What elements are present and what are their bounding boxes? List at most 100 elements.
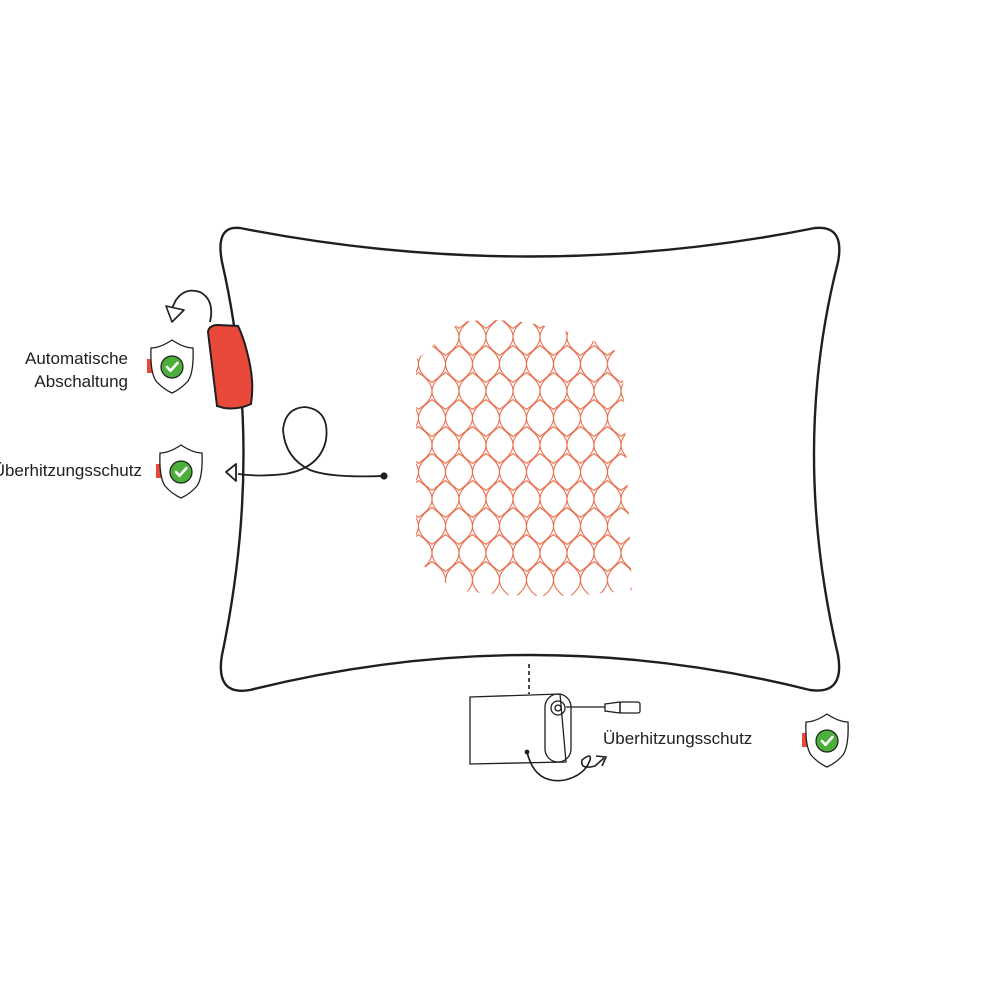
- heating-grid-cell: [620, 479, 632, 519]
- heating-grid-cell: [593, 533, 622, 573]
- heating-grid-cell: [416, 452, 420, 492]
- heating-grid-cell: [512, 425, 541, 465]
- heating-grid-cell: [416, 560, 420, 596]
- heating-grid-cell: [444, 320, 474, 330]
- heating-grid-cell: [512, 320, 541, 357]
- heating-grid-cell: [416, 371, 433, 411]
- check-circle: [160, 355, 184, 379]
- heating-grid-cell: [416, 506, 420, 546]
- shutoff-module: [206, 323, 254, 410]
- controller-box-icon: [469, 693, 572, 765]
- controller-curved-arrow-icon: [526, 751, 605, 782]
- heating-grid-cell: [417, 560, 447, 596]
- heating-grid-cell: [579, 452, 609, 492]
- heating-grid-cell: [417, 452, 447, 492]
- heating-grid-cell: [471, 320, 501, 330]
- auto-shutoff-label-line1: Automatische: [25, 349, 128, 368]
- auto-shutoff-label-line2: Abschaltung: [34, 372, 128, 391]
- heating-grid-cell: [552, 320, 582, 330]
- check-circle: [815, 729, 839, 753]
- heating-grid-cell: [417, 398, 447, 438]
- heating-grid-cell: [458, 371, 487, 411]
- heating-grid-cell: [431, 533, 460, 573]
- heating-grid-cell: [579, 320, 609, 330]
- heating-grid-cell: [512, 371, 541, 411]
- heating-grid-cell: [539, 371, 568, 411]
- heating-grid-cell: [552, 398, 582, 438]
- loop-cable: [237, 406, 384, 478]
- heating-grid-cell: [606, 344, 632, 384]
- shield-tab: [147, 359, 153, 373]
- heating-grid-cell: [525, 452, 555, 492]
- heating-grid-cell: [620, 425, 632, 465]
- heating-grid-cell: [512, 533, 541, 573]
- heating-grid-cell: [552, 506, 582, 546]
- heating-grid-cell: [485, 425, 514, 465]
- heating-grid-cell: [579, 344, 609, 384]
- heating-grid-cell: [416, 320, 433, 357]
- heating-grid-cell: [525, 506, 555, 546]
- heating-grid-cell: [566, 533, 595, 573]
- heating-grid-cell: [458, 320, 487, 357]
- heating-grid-cell: [431, 371, 460, 411]
- arrowhead-icon: [165, 305, 185, 323]
- heating-grid-cell: [606, 452, 632, 492]
- heating-grid-cell: [606, 506, 632, 546]
- heating-grid-cell: [620, 533, 632, 573]
- heating-grid-cell: [444, 344, 474, 384]
- heating-grid-cell: [444, 560, 474, 596]
- checkmark-icon: [820, 735, 834, 747]
- heating-grid-cell: [498, 344, 528, 384]
- heating-grid-cell: [525, 398, 555, 438]
- heating-grid-cell: [539, 533, 568, 573]
- heating-grid-cell: [444, 398, 474, 438]
- heating-grid-cell: [566, 320, 595, 357]
- check-circle: [169, 460, 193, 484]
- shield-tab: [156, 464, 162, 478]
- overheat-left-label: Überhitzungsschutz: [0, 461, 142, 480]
- heating-grid-cell: [498, 506, 528, 546]
- cable-end-dot: [380, 472, 388, 480]
- overheat-right-label: Überhitzungsschutz: [603, 729, 753, 748]
- heating-grid-cell: [620, 320, 632, 357]
- shield-check-icon: [156, 444, 203, 499]
- heating-grid-cell: [579, 398, 609, 438]
- heating-grid-cell: [512, 479, 541, 519]
- heating-grid-cell: [525, 320, 555, 330]
- heating-grid-cell: [566, 479, 595, 519]
- shield-check-icon: [147, 339, 194, 394]
- heating-grid-cell: [416, 398, 420, 438]
- heating-grid-cell: [458, 479, 487, 519]
- heating-grid-cell: [566, 425, 595, 465]
- heating-grid-cell: [539, 425, 568, 465]
- heating-grid-cell: [431, 320, 460, 357]
- shield-tab: [802, 733, 808, 747]
- heating-grid-cell: [471, 560, 501, 596]
- heating-grid-cell: [498, 560, 528, 596]
- heating-grid-cell: [458, 425, 487, 465]
- heating-grid-cell: [525, 560, 555, 596]
- heating-grid-cell: [620, 371, 632, 411]
- heating-grid-cell: [525, 344, 555, 384]
- pillow-outline: [219, 226, 841, 692]
- heating-grid-cell: [552, 344, 582, 384]
- heating-grid-cell: [416, 320, 420, 330]
- heating-grid-cell: [444, 506, 474, 546]
- shield-check-icon: [802, 713, 849, 768]
- heating-grid-cell: [606, 320, 632, 330]
- heating-grid-cell: [471, 344, 501, 384]
- curved-arrow-icon: [171, 289, 213, 323]
- heating-grid-cell: [593, 425, 622, 465]
- heating-grid-cell: [566, 371, 595, 411]
- heating-grid-cell: [485, 320, 514, 357]
- heating-grid-cell: [458, 533, 487, 573]
- plug-icon: [566, 701, 641, 714]
- heating-grid-cell: [593, 371, 622, 411]
- heating-grid-cell: [552, 560, 582, 596]
- heating-grid-cell: [498, 398, 528, 438]
- heating-grid-cell: [485, 371, 514, 411]
- auto-shutoff-label: Automatische Abschaltung: [25, 347, 128, 393]
- heating-grid-cell: [485, 479, 514, 519]
- heating-grid-cell: [593, 320, 622, 357]
